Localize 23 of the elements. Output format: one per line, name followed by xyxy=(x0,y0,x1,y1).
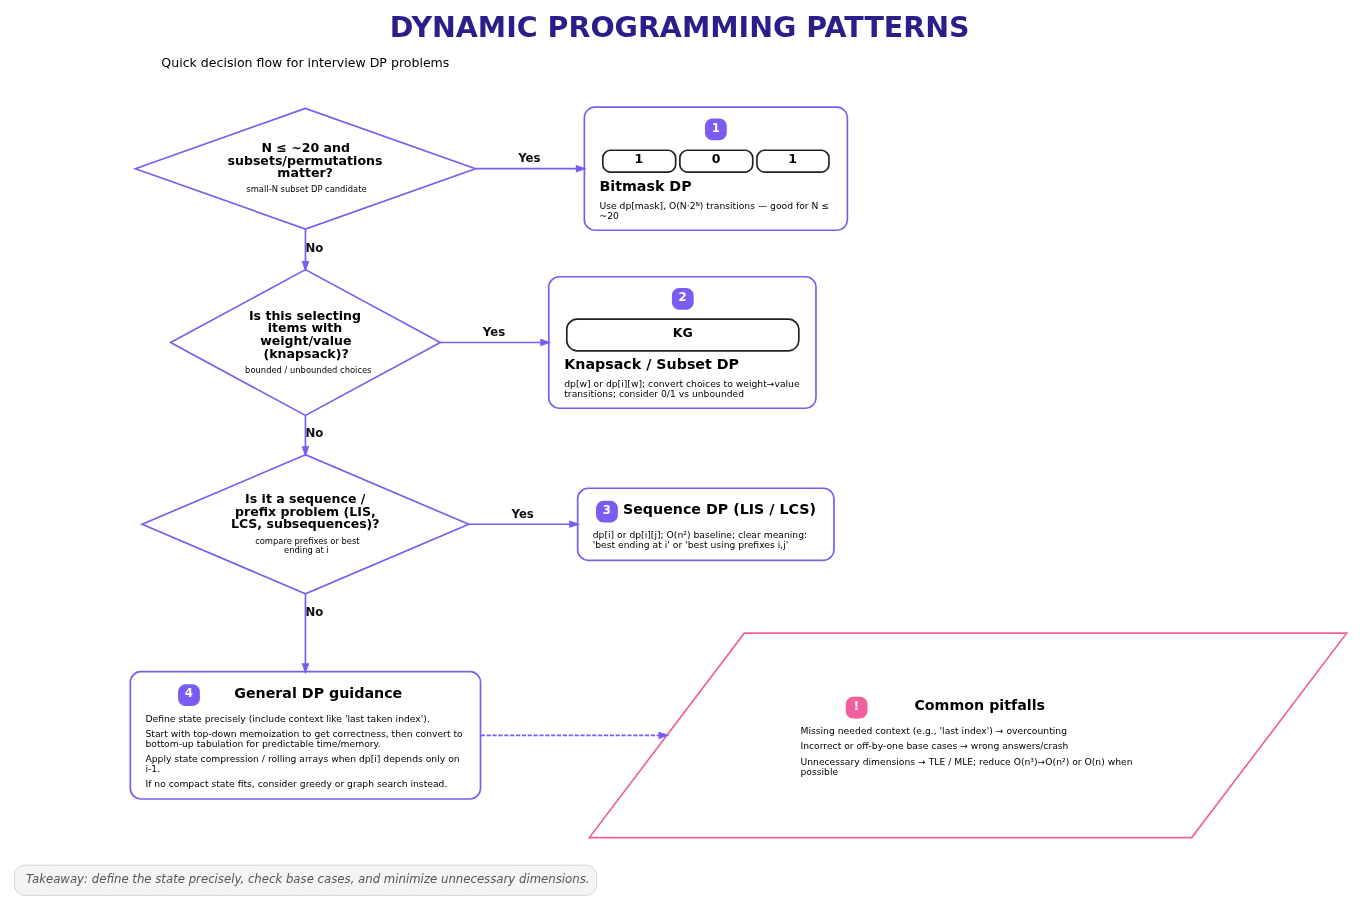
arrow xyxy=(479,731,669,740)
edge-label: No xyxy=(304,426,323,441)
diagram-title: DYNAMIC PROGRAMMING PATTERNS xyxy=(389,10,970,44)
arrow xyxy=(467,520,580,529)
edge-label: Yes xyxy=(517,151,541,166)
arrow xyxy=(301,414,309,458)
node-diamond: Is this selecting items with weight/value (knapsack)? bounded / unbounded choices xyxy=(168,268,442,417)
arrow xyxy=(301,228,309,272)
node-diamond: Is it a sequence / prefix problem (LIS, LCS, subsequences)? compare prefixes or best ending at i xyxy=(139,453,471,595)
edge-label: No xyxy=(304,241,323,256)
edge-label: Yes xyxy=(511,506,534,521)
node-box: 4 General DP guidance Define state precisely (include context like 'last taken index'). Start with top-down memoization to get correctness, then convert to bottom-up tabulation for predictable time/memory. Apply state compression / rolling arrays when dp[i] depends only on i-1. If no compact state fits, consider greedy or graph search instead. xyxy=(129,670,481,800)
edge-label: No xyxy=(304,604,323,619)
arrow xyxy=(301,593,309,675)
label: Quick decision flow for interview DP problems xyxy=(160,55,449,71)
node-box: 3 Sequence DP (LIS / LCS) dp[i] or dp[i][j]; O(n²) baseline; clear meaning: 'best ending at i' or 'best using prefixes i,j' xyxy=(576,487,835,562)
node-diamond: N ≤ ~20 and subsets/permutations matter? small-N subset DP candidate xyxy=(132,107,478,230)
node-box: 2 KG Knapsack / Subset DP dp[w] or dp[i][w]; convert choices to weight→value transitions; consider 0/1 vs unbounded xyxy=(547,275,817,410)
arrow xyxy=(439,338,551,347)
caption: Takeaway: define the state precisely, check base cases, and minimize unnecessary dimensions. xyxy=(25,871,590,886)
arrow xyxy=(474,164,587,173)
edge-label: Yes xyxy=(482,324,505,339)
node-box: 1 1 0 1 Bitmask DP Use dp[mask], O(N·2ᴺ) transitions — good for N ≤ ~20 xyxy=(583,106,848,232)
